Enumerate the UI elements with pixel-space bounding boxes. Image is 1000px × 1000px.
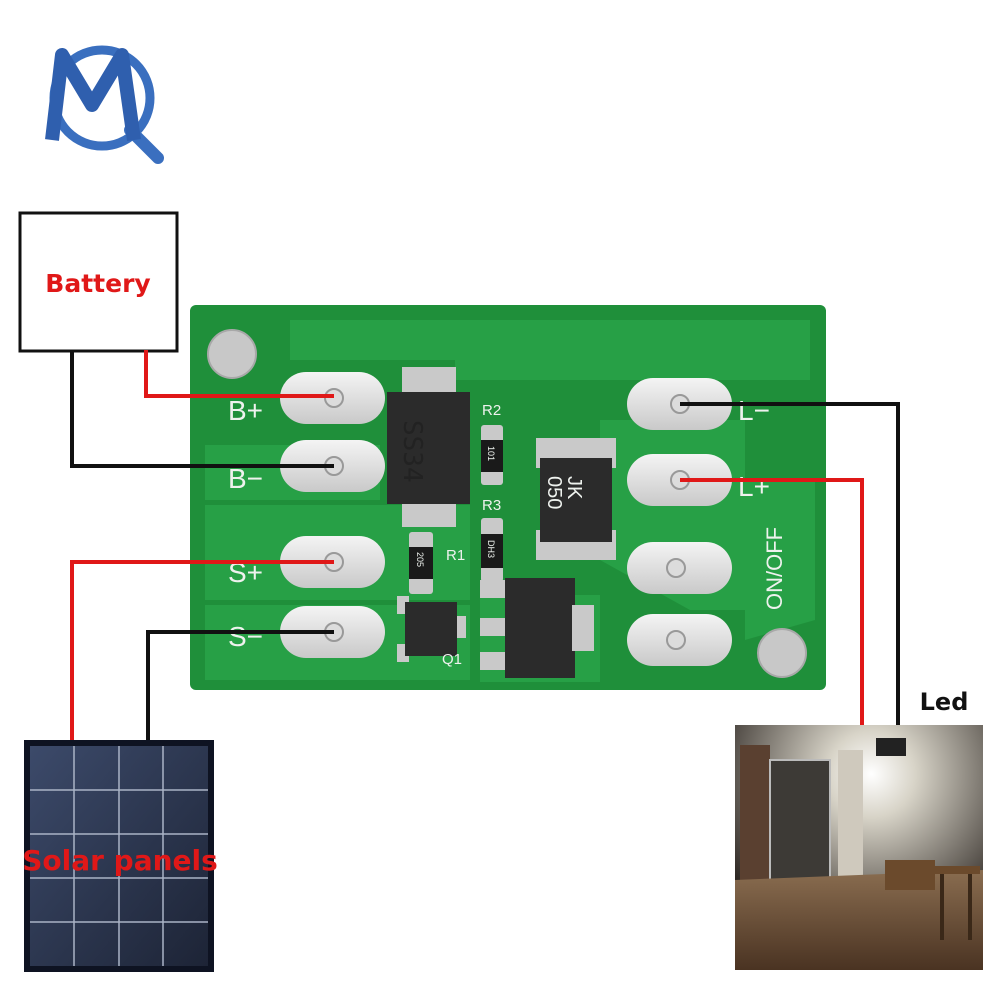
solar-panel-image: Solar panels — [22, 740, 218, 972]
led-lamp-image — [735, 725, 983, 970]
r2-code: 101 — [486, 446, 496, 461]
q1-label: Q1 — [442, 651, 462, 668]
pad-switch-2 — [627, 614, 732, 666]
resistor-r2: 101 — [481, 425, 503, 485]
ic-marking-1: JK — [563, 476, 585, 500]
diode-marking: SS34 — [397, 420, 427, 483]
mounting-hole — [757, 628, 807, 678]
pad-l-plus — [627, 454, 732, 506]
battery-label: Battery — [45, 269, 150, 298]
ic-marking-2: 050 — [543, 476, 565, 509]
resistor-r3: DH3 — [481, 518, 503, 582]
r3-label: R3 — [482, 497, 501, 514]
pin-label-s-minus: S− — [228, 621, 263, 652]
pin-label-l-plus: L+ — [738, 471, 770, 502]
pad-switch-1 — [627, 542, 732, 594]
wire-solar-plus — [70, 560, 334, 740]
wire-solar-minus — [146, 630, 334, 740]
battery-box: Battery — [18, 211, 179, 353]
wire-battery-plus — [144, 350, 334, 398]
pin-label-b-minus: B− — [228, 463, 263, 494]
mq-brand-logo: ★ ★ — [45, 45, 164, 164]
solar-label: Solar panels — [22, 844, 218, 877]
wires — [70, 350, 900, 740]
mounting-hole — [207, 329, 257, 379]
switch-label: ON/OFF — [762, 527, 787, 610]
resistor-r1: 205 — [409, 532, 433, 594]
r1-label: R1 — [446, 547, 465, 564]
wire-led-plus — [680, 478, 864, 725]
pcb-board: B+ B− S+ S− L− L+ ON/OFF SS34 R2 101 R3 … — [190, 305, 826, 690]
regulator-sot223 — [480, 578, 594, 678]
wire-battery-minus — [70, 350, 334, 468]
svg-text:★ ★: ★ ★ — [90, 117, 115, 131]
wire-led-minus — [680, 402, 900, 725]
diode-ss34: SS34 — [387, 367, 470, 527]
r3-code: DH3 — [486, 540, 496, 558]
led-label: Led — [920, 688, 969, 716]
transistor-q1 — [397, 596, 466, 662]
pin-label-b-plus: B+ — [228, 395, 263, 426]
r1-code: 205 — [415, 552, 425, 567]
ic-jk050: JK 050 — [536, 438, 616, 560]
pin-label-l-minus: L− — [738, 395, 770, 426]
r2-label: R2 — [482, 402, 501, 419]
